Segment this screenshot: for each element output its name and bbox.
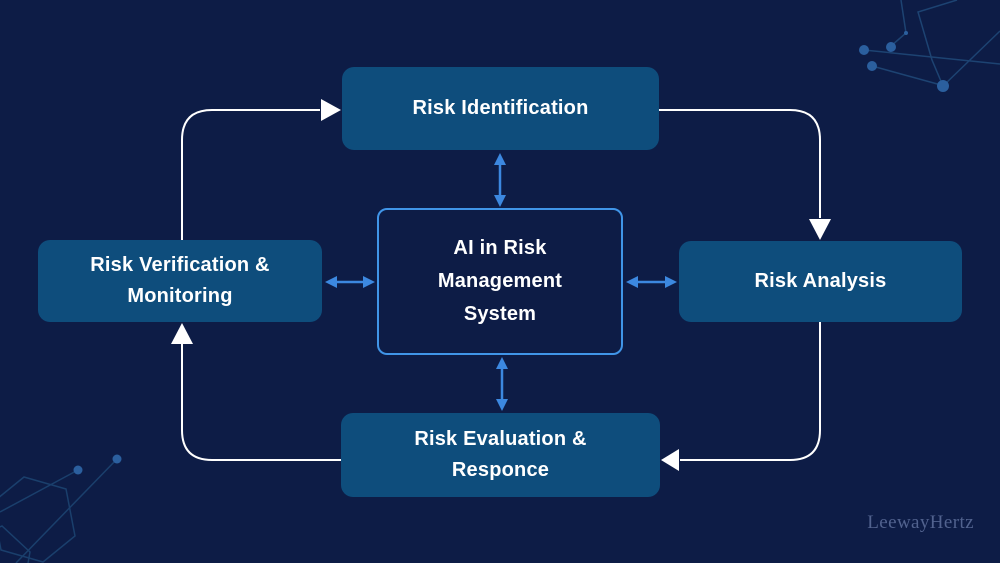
- circuit-decor-top-right: [859, 0, 1000, 92]
- loop-arrows-white: [171, 99, 831, 471]
- arrowhead-up-icon: [496, 357, 508, 369]
- arrowhead-right-icon: [321, 99, 341, 121]
- brand-watermark: LeewayHertz: [867, 512, 974, 533]
- arrowhead-right-icon: [363, 276, 375, 288]
- loop-arrow-right-to-bottom: [661, 322, 821, 471]
- node-risk-evaluation-responce: Risk Evaluation & Responce: [341, 413, 660, 497]
- circuit-decor-bottom-left: [0, 454, 122, 563]
- center-link-right: [626, 276, 677, 288]
- node-ai-risk-management-system: AI in Risk Management System: [377, 208, 623, 355]
- loop-arrow-bottom-to-left: [171, 323, 341, 461]
- arrowhead-up-icon: [171, 323, 193, 344]
- center-link-left: [325, 276, 375, 288]
- arrowhead-up-icon: [494, 153, 506, 165]
- node-label: Risk Identification: [412, 97, 589, 119]
- node-label: Risk Evaluation & Responce: [414, 428, 587, 481]
- arrowhead-left-icon: [325, 276, 337, 288]
- arrowhead-down-icon: [494, 195, 506, 207]
- arrowhead-left-icon: [626, 276, 638, 288]
- node-label: AI in Risk Management System: [437, 237, 563, 325]
- node-risk-verification-monitoring: Risk Verification & Monitoring: [38, 240, 322, 322]
- center-link-arrows-blue: [325, 153, 677, 411]
- arrowhead-left-icon: [661, 449, 679, 471]
- loop-arrow-top-to-right: [659, 109, 831, 240]
- arrowhead-right-icon: [665, 276, 677, 288]
- loop-arrow-left-to-top: [181, 99, 341, 240]
- node-label: Risk Analysis: [754, 270, 887, 292]
- node-risk-analysis: Risk Analysis: [679, 241, 962, 322]
- node-risk-identification: Risk Identification: [342, 67, 659, 150]
- center-link-top: [494, 153, 506, 207]
- arrowhead-down-icon: [496, 399, 508, 411]
- node-label: Risk Verification & Monitoring: [90, 254, 270, 307]
- center-link-bottom: [496, 357, 508, 411]
- arrowhead-down-icon: [809, 219, 831, 240]
